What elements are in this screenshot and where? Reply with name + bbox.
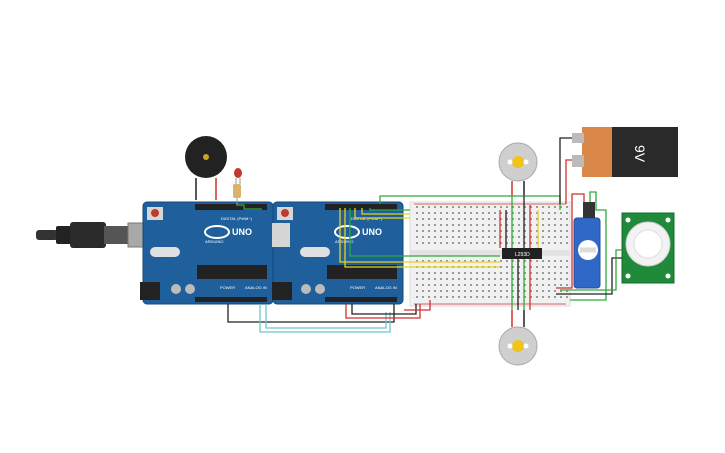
- buzzer-icon[interactable]: [185, 136, 227, 200]
- usb-cable-icon[interactable]: [36, 222, 161, 248]
- arduino-right[interactable]: DIGITAL (PWM~) UNO ARDUINO POWER ANALOG …: [272, 201, 404, 305]
- wires: [227, 137, 622, 333]
- breadboard[interactable]: [409, 201, 571, 307]
- arduino-right-maker: ARDUINO: [335, 239, 353, 244]
- arduino-left-maker: ARDUINO: [205, 239, 223, 244]
- arduino-left-digital-label: DIGITAL (PWM~): [221, 216, 253, 221]
- arduino-left-analog-label: ANALOG IN: [245, 285, 267, 290]
- arduino-left[interactable]: DIGITAL (PWM~) UNO ARDUINO POWER ANALOG …: [140, 201, 274, 305]
- arduino-left-brand: UNO: [232, 227, 252, 237]
- arduino-right-analog-label: ANALOG IN: [375, 285, 397, 290]
- motor-driver-label: L293D: [515, 252, 530, 258]
- servo-icon[interactable]: [573, 202, 601, 289]
- led-icon[interactable]: [234, 168, 242, 184]
- arduino-right-brand: UNO: [362, 227, 382, 237]
- arduino-left-power-label: POWER: [220, 285, 235, 290]
- pir-sensor-icon[interactable]: [621, 212, 675, 284]
- dc-motor-icon[interactable]: [498, 310, 538, 366]
- battery-label: 9V: [632, 145, 648, 163]
- arduino-right-power-label: POWER: [350, 285, 365, 290]
- dc-motor-icon[interactable]: [498, 142, 538, 196]
- motor-driver-chip[interactable]: L293D: [502, 248, 542, 259]
- battery-icon[interactable]: 9V: [572, 127, 678, 177]
